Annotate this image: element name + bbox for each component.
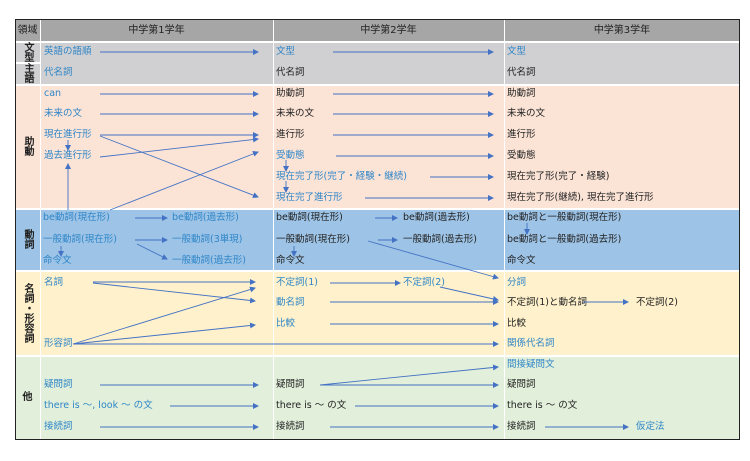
g2-pronoun: 代名詞	[276, 67, 305, 78]
g3-future: 未来の文	[507, 108, 546, 119]
g3-be-general-present: be動詞と一般動詞(現在形)	[507, 212, 622, 223]
g1-past-progressive: 過去進行形	[44, 150, 92, 161]
g3-be-general-past: be動詞と一般動詞(過去形)	[507, 234, 622, 245]
g2-there-is: there is 〜 の文	[276, 400, 347, 411]
area-nouns-adjectives: 名詞・形容詞	[22, 282, 33, 343]
row-divider	[15, 270, 740, 272]
header-grade2: 中学第2学年	[360, 25, 417, 36]
area-sentence-pattern: 文型	[22, 41, 33, 62]
area-other: 他	[22, 392, 33, 403]
band-sentence-pattern	[15, 41, 740, 84]
progression-arrow	[109, 151, 259, 211]
g2-infinitive2: 不定詞(2)	[403, 277, 445, 288]
progression-arrow	[439, 286, 499, 302]
row-divider	[15, 41, 740, 43]
g2-future: 未来の文	[276, 108, 315, 119]
progression-arrow	[136, 243, 168, 260]
g3-auxiliary: 助動詞	[507, 88, 536, 99]
g2-present-perfect-progressive: 現在完了進行形	[276, 192, 343, 203]
g2-passive: 受動態	[276, 150, 305, 161]
g2-present-perfect: 現在完了形(完了・経験・継続)	[276, 171, 407, 182]
header-area: 領域	[17, 25, 38, 36]
progression-arrow	[72, 322, 256, 345]
g1-can: can	[44, 88, 62, 99]
g1-pronoun: 代名詞	[44, 67, 73, 78]
table-border	[15, 19, 740, 440]
row-divider	[15, 208, 740, 210]
g1-interrogative: 疑問詞	[44, 379, 73, 390]
g2-progressive: 進行形	[276, 129, 305, 140]
g2-auxiliary: 助動詞	[276, 88, 305, 99]
g2-sentence-pattern: 文型	[276, 46, 296, 57]
g2-conjunction: 接続詞	[276, 421, 305, 432]
progression-arrow	[367, 240, 499, 280]
band-other	[15, 355, 740, 440]
g3-present-perfect-cont: 現在完了形(継続), 現在完了進行形	[507, 192, 654, 203]
g3-passive: 受動態	[507, 150, 536, 161]
g1-adjective: 形容詞	[44, 338, 73, 349]
column-divider	[40, 20, 41, 440]
progression-arrow	[99, 136, 259, 158]
g1-general-3rd: 一般動詞(3単現)	[172, 234, 243, 245]
g3-indirect-question: 間接疑問文	[507, 359, 555, 370]
g2-be-present: be動詞(現在形)	[276, 212, 343, 223]
band-auxiliary	[15, 84, 740, 208]
g1-imperative: 命令文	[43, 255, 72, 266]
g3-infinitive2: 不定詞(2)	[636, 297, 678, 308]
g1-general-past: 一般動詞(過去形)	[172, 255, 246, 266]
g3-conjunction: 接続詞	[507, 421, 536, 432]
g2-general-present: 一般動詞(現在形)	[276, 234, 350, 245]
g2-be-past: be動詞(過去形)	[403, 212, 470, 223]
row-divider	[15, 62, 40, 64]
g1-general-present: 一般動詞(現在形)	[43, 234, 117, 245]
progression-arrow	[99, 135, 259, 198]
g3-there-is: there is 〜 の文	[507, 400, 578, 411]
g3-present-perfect: 現在完了形(完了・経験)	[507, 171, 610, 182]
g3-subjunctive: 仮定法	[636, 421, 665, 432]
area-auxiliary: 助動	[22, 136, 33, 156]
g2-imperative: 命令文	[276, 255, 305, 266]
g3-interrogative: 疑問詞	[507, 379, 536, 390]
g3-comparison: 比較	[507, 318, 527, 329]
g1-conjunction: 接続詞	[44, 421, 73, 432]
g1-present-progressive: 現在進行形	[44, 129, 92, 140]
g3-pronoun: 代名詞	[507, 67, 536, 78]
g2-comparison: 比較	[276, 318, 296, 329]
g3-imperative: 命令文	[507, 255, 536, 266]
g1-word-order: 英語の語順	[44, 46, 92, 57]
g2-general-past: 一般動詞(過去形)	[403, 234, 477, 245]
g3-relative-pronoun: 関係代名詞	[507, 338, 555, 349]
g1-there-is: there is 〜, look 〜 の文	[44, 400, 153, 411]
g2-infinitive1: 不定詞(1)	[276, 277, 318, 288]
g3-sentence-pattern: 文型	[507, 46, 527, 57]
header-grade3: 中学第3学年	[593, 25, 651, 36]
g1-noun: 名詞	[44, 277, 64, 288]
g3-participle: 分詞	[507, 277, 527, 288]
column-divider	[504, 20, 505, 440]
progression-arrow	[92, 282, 256, 304]
g2-interrogative: 疑問詞	[276, 379, 305, 390]
progression-arrow	[319, 364, 499, 386]
row-divider	[15, 84, 740, 86]
header-row	[15, 20, 740, 41]
progression-arrow	[72, 286, 256, 345]
g1-be-present: be動詞(現在形)	[43, 212, 110, 223]
g3-infinitive-gerund: 不定詞(1)と動名詞	[507, 297, 587, 308]
g3-progressive: 進行形	[507, 129, 536, 140]
g1-be-past: be動詞(過去形)	[172, 212, 239, 223]
area-verbs: 動詞	[22, 229, 33, 249]
band-nouns-adjectives	[15, 270, 740, 355]
row-divider	[15, 355, 740, 357]
g1-future: 未来の文	[44, 108, 83, 119]
g2-gerund: 動名詞	[276, 297, 305, 308]
area-subject: 主語	[22, 63, 33, 83]
column-divider	[273, 20, 274, 440]
header-grade1: 中学第1学年	[128, 25, 185, 36]
